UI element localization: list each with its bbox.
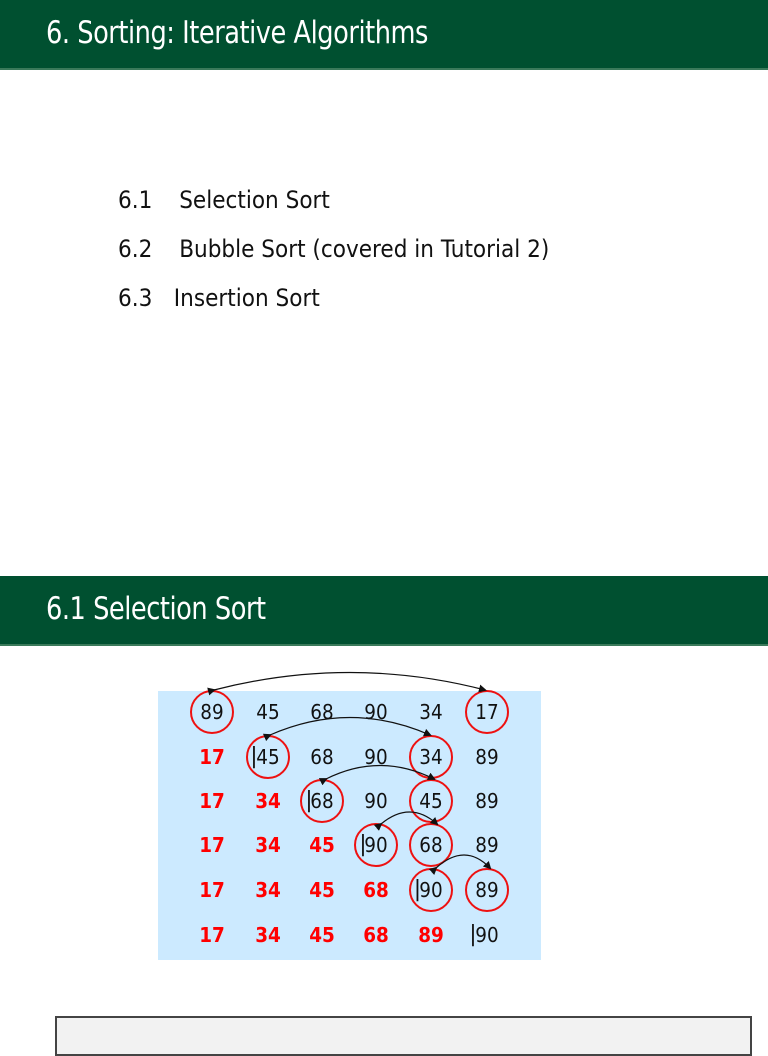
array-value: 45 <box>309 833 335 857</box>
sorted-boundary-separator: | <box>250 744 258 769</box>
array-value: 90 <box>364 745 388 769</box>
array-value: 45 <box>309 923 335 947</box>
array-value: 45 <box>309 878 335 902</box>
toc-label: Bubble Sort (covered in Tutorial 2) <box>179 235 550 263</box>
note-box <box>55 1016 752 1056</box>
array-value: 89 <box>475 833 499 857</box>
array-value: 90 <box>364 789 388 813</box>
toc-label: Insertion Sort <box>173 284 320 312</box>
array-value: 68 <box>363 878 389 902</box>
sorted-boundary-separator: | <box>413 877 422 902</box>
array-value: 68 <box>310 745 334 769</box>
array-value: 34 <box>255 789 281 813</box>
highlight-circle-icon <box>465 868 509 912</box>
toc-item-bubble-sort: 6.2 Bubble Sort (covered in Tutorial 2) <box>118 235 549 263</box>
array-value: 68 <box>310 700 334 724</box>
highlight-circle-icon <box>465 690 509 734</box>
sorted-boundary-separator: | <box>469 922 477 947</box>
array-value: 34 <box>419 700 443 724</box>
array-value: 34 <box>255 923 281 947</box>
array-value: 17 <box>199 745 225 769</box>
slide-title-bar: 6.1 Selection Sort <box>0 576 768 646</box>
highlight-circle-icon <box>409 823 453 867</box>
slide-title-bar: 6. Sorting: Iterative Algorithms <box>0 0 768 70</box>
array-value: 45 <box>256 700 280 724</box>
highlight-circle-icon <box>409 779 453 823</box>
highlight-circle-icon <box>409 735 453 779</box>
toc-number: 6.1 <box>118 186 153 214</box>
toc-item-insertion-sort: 6.3 Insertion Sort <box>118 284 320 312</box>
sorted-boundary-separator: | <box>359 832 367 857</box>
array-value: 89 <box>475 789 499 813</box>
array-value: 90 <box>475 923 499 947</box>
array-value: 17 <box>199 878 225 902</box>
toc-item-selection-sort: 6.1 Selection Sort <box>118 186 330 214</box>
toc-number: 6.3 <box>118 284 153 312</box>
array-value: 34 <box>255 833 281 857</box>
array-value: 89 <box>475 745 499 769</box>
array-value: 17 <box>199 923 225 947</box>
array-value: 17 <box>199 789 225 813</box>
toc-label: Selection Sort <box>179 186 330 214</box>
swap-arrow-icon <box>207 671 487 696</box>
array-value: 68 <box>363 923 389 947</box>
array-value: 17 <box>199 833 225 857</box>
array-value: 90 <box>364 700 388 724</box>
toc-number: 6.2 <box>118 235 153 263</box>
highlight-circle-icon <box>190 690 234 734</box>
array-value: 89 <box>418 923 444 947</box>
slide-title: 6.1 Selection Sort <box>46 591 266 627</box>
array-value: 34 <box>255 878 281 902</box>
slide-title: 6. Sorting: Iterative Algorithms <box>46 15 428 51</box>
sorted-boundary-separator: | <box>305 788 313 813</box>
